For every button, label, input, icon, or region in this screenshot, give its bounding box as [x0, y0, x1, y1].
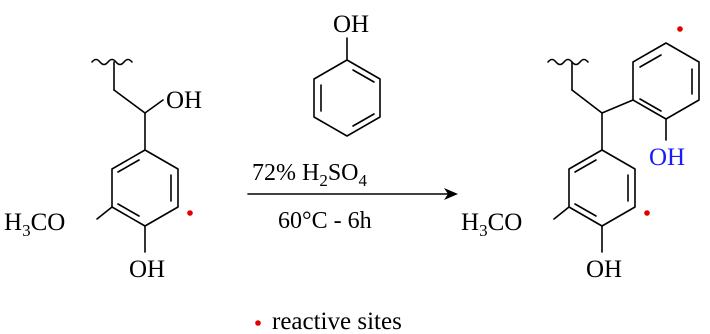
- ch-to-new-ring-bond: [601, 99, 634, 114]
- new-phenol-ring: [632, 42, 700, 120]
- reactant-phenol-oh-label: OH: [129, 256, 165, 283]
- product-methoxy-label: H3CO: [461, 209, 522, 240]
- chain-bond: [571, 89, 603, 114]
- reactive-site-dot: [187, 210, 193, 216]
- ring-to-methoxy-bond: [553, 206, 570, 220]
- arrow-head: [444, 188, 458, 200]
- benzene-ring: [111, 149, 179, 227]
- product-molecule: OH H3CO OH: [461, 26, 700, 283]
- c-oh-bond: [144, 99, 164, 114]
- reactive-site-dot: [644, 210, 650, 216]
- legend-label: reactive sites: [272, 308, 402, 334]
- temperature-time-label: 60°C - 6h: [278, 208, 372, 234]
- legend-reactive-site-dot: [255, 320, 261, 326]
- reactive-site-dot: [677, 26, 683, 32]
- polymer-wavy-bond: [547, 58, 589, 66]
- acid-condition-label: 72% H2SO4: [252, 160, 368, 190]
- product-new-oh-label: OH: [649, 144, 685, 171]
- reaction-arrow: [247, 188, 458, 200]
- ring-to-methoxy-bond: [96, 206, 113, 220]
- polymer-wavy-bond: [91, 58, 133, 66]
- phenol-ring: [313, 59, 381, 137]
- reactant-methoxy-label: H3CO: [4, 209, 65, 240]
- phenol-oh-label: OH: [333, 11, 369, 38]
- guaiacyl-ring: [568, 149, 636, 227]
- reactant-molecule: OH H3CO OH: [4, 58, 202, 283]
- chain-bond: [113, 89, 146, 114]
- product-phenol-oh-label: OH: [586, 256, 622, 283]
- legend: reactive sites: [255, 308, 402, 334]
- phenol-reagent: OH: [313, 11, 381, 137]
- reactant-alcohol-oh-label: OH: [166, 87, 202, 114]
